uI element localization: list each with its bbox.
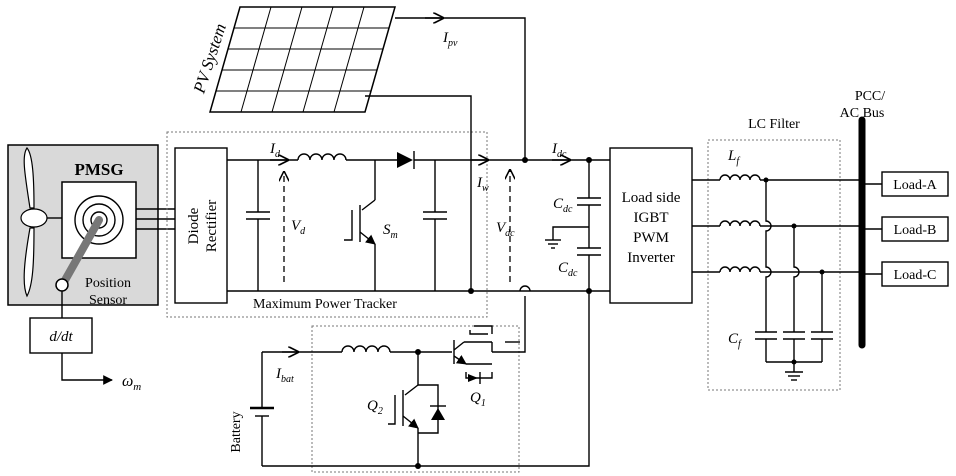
pmsg-label: PMSG: [74, 160, 123, 179]
position-sensor-label-1: Position: [85, 276, 131, 291]
cdc-top-label: Cdc: [553, 196, 573, 215]
lc-filter-label: LC Filter: [748, 117, 800, 132]
cf-label: Cf: [728, 331, 742, 350]
svg-text:PWM: PWM: [633, 230, 669, 246]
svg-text:Diode: Diode: [186, 207, 202, 244]
position-sensor-label-2: Sensor: [89, 293, 127, 308]
battery-label: Battery: [229, 411, 244, 452]
svg-text:Load-C: Load-C: [894, 268, 937, 283]
mpt-label: Maximum Power Tracker: [253, 297, 397, 312]
load-c-box: Load-C: [881, 261, 949, 287]
diode-rectifier: Diode Rectifier: [174, 147, 228, 304]
mpt-dotted-box: [166, 131, 488, 318]
ac-bus: PCC/ AC Bus: [840, 89, 885, 349]
svg-text:Inverter: Inverter: [627, 250, 674, 266]
svg-text:Load-A: Load-A: [893, 178, 937, 193]
load-a-box: Load-A: [881, 171, 949, 197]
svg-text:IGBT: IGBT: [634, 210, 669, 226]
wind-turbine-pmsg: PMSG Position Sensor: [7, 144, 159, 308]
lc-filter-dotted-box: [707, 139, 841, 391]
load-b-box: Load-B: [881, 216, 949, 242]
iw-label: Iw: [476, 175, 489, 194]
battery-converter: Battery Ibat Q1: [229, 285, 590, 469]
q1-label: Q1: [470, 390, 486, 409]
svg-text:Rectifier: Rectifier: [204, 200, 220, 252]
inverter-block: Load side IGBT PWM Inverter: [609, 147, 693, 304]
battery-converter-dotted-box: [311, 325, 520, 473]
pcc-label-2: AC Bus: [840, 106, 885, 121]
cdc-bottom-label: Cdc: [558, 260, 578, 279]
lf-label: Lf: [727, 148, 740, 167]
omega-m-label: ωm: [122, 373, 141, 393]
ibat-label: Ibat: [275, 366, 294, 385]
ddt-label: d/dt: [49, 329, 73, 345]
vd-label: Vd: [291, 218, 306, 237]
pv-panel: PV System: [189, 6, 396, 113]
ipv-label: Ipv: [442, 30, 458, 49]
boost-converter: Id Vd Sm: [227, 141, 589, 292]
idc-label: Idc: [551, 141, 567, 160]
pcc-label-1: PCC/: [855, 89, 885, 104]
lc-filter: Lf Cf: [692, 148, 862, 381]
three-phase-lines: [136, 208, 175, 230]
svg-text:Load side: Load side: [622, 190, 681, 206]
ddt-block: d/dt ωm: [29, 291, 141, 393]
q2-label: Q2: [367, 398, 383, 417]
dc-link: Iw Vdc Idc Cdc Cdc: [468, 141, 610, 294]
vdc-label: Vdc: [496, 220, 515, 239]
svg-text:Load-B: Load-B: [894, 223, 937, 238]
id-label: Id: [269, 141, 281, 160]
sm-label: Sm: [383, 222, 398, 241]
